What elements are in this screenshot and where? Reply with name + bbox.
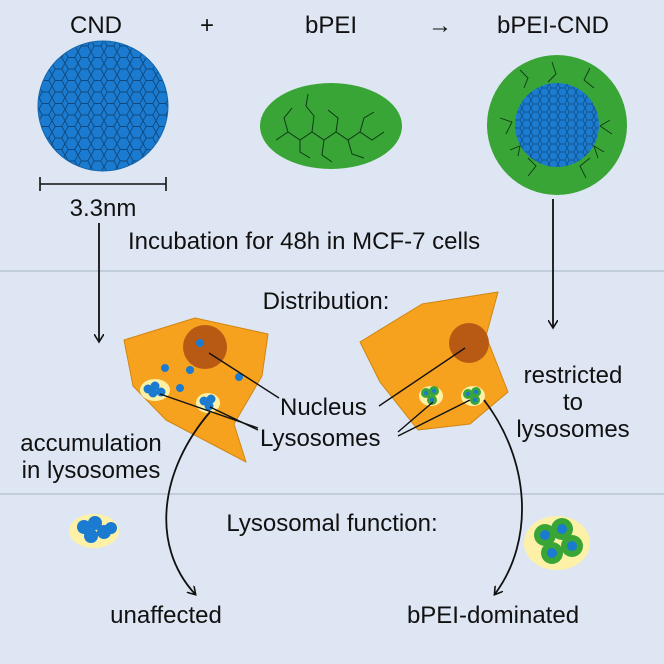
right-distribution-line-2: lysosomes (516, 416, 630, 443)
label-pointers (159, 347, 471, 437)
distribution-heading: Distribution: (262, 288, 390, 315)
header-complex-label: bPEI-CND (496, 12, 610, 39)
bpei-polymer (260, 83, 402, 169)
right-outcome-label: bPEI-dominated (406, 602, 580, 629)
right-cell (359, 291, 509, 431)
left-outcome-arrow (165, 411, 211, 594)
left-distribution-line-1: accumulation (20, 430, 162, 457)
incubation-label: Incubation for 48h in MCF-7 cells (128, 228, 481, 255)
bpei-cnd-complex (487, 55, 627, 195)
right-distribution-description: restricted to lysosomes (516, 362, 629, 443)
header-arrow-sign: → (428, 12, 452, 39)
left-cell (123, 317, 269, 463)
nucleus-label: Nucleus (280, 394, 367, 421)
right-distribution-line-1: restricted to (523, 362, 623, 416)
lysosomal-function-heading: Lysosomal function: (226, 510, 438, 537)
right-lysosome-closeup (524, 516, 590, 570)
header-plus-sign: + (199, 12, 215, 39)
lysosomes-label: Lysosomes (260, 425, 381, 452)
right-cell-lysosome-1 (419, 386, 443, 406)
right-cell-nucleus (449, 323, 489, 363)
left-outcome-label: unaffected (110, 602, 222, 629)
left-distribution-line-2: in lysosomes (21, 457, 161, 484)
right-cell-lysosome-2 (461, 386, 485, 406)
left-cell-nucleus (183, 325, 227, 369)
cnd-particle (37, 40, 169, 172)
scale-size-label: 3.3nm (69, 195, 137, 222)
right-outcome-arrow (483, 399, 523, 594)
header-cnd-label: CND (70, 12, 122, 39)
left-cell-lysosome-1 (140, 379, 170, 401)
header-bpei-label: bPEI (304, 12, 358, 39)
scale-bar (39, 177, 167, 191)
left-distribution-description: accumulation in lysosomes (20, 430, 161, 484)
left-lysosome-closeup (69, 514, 119, 548)
